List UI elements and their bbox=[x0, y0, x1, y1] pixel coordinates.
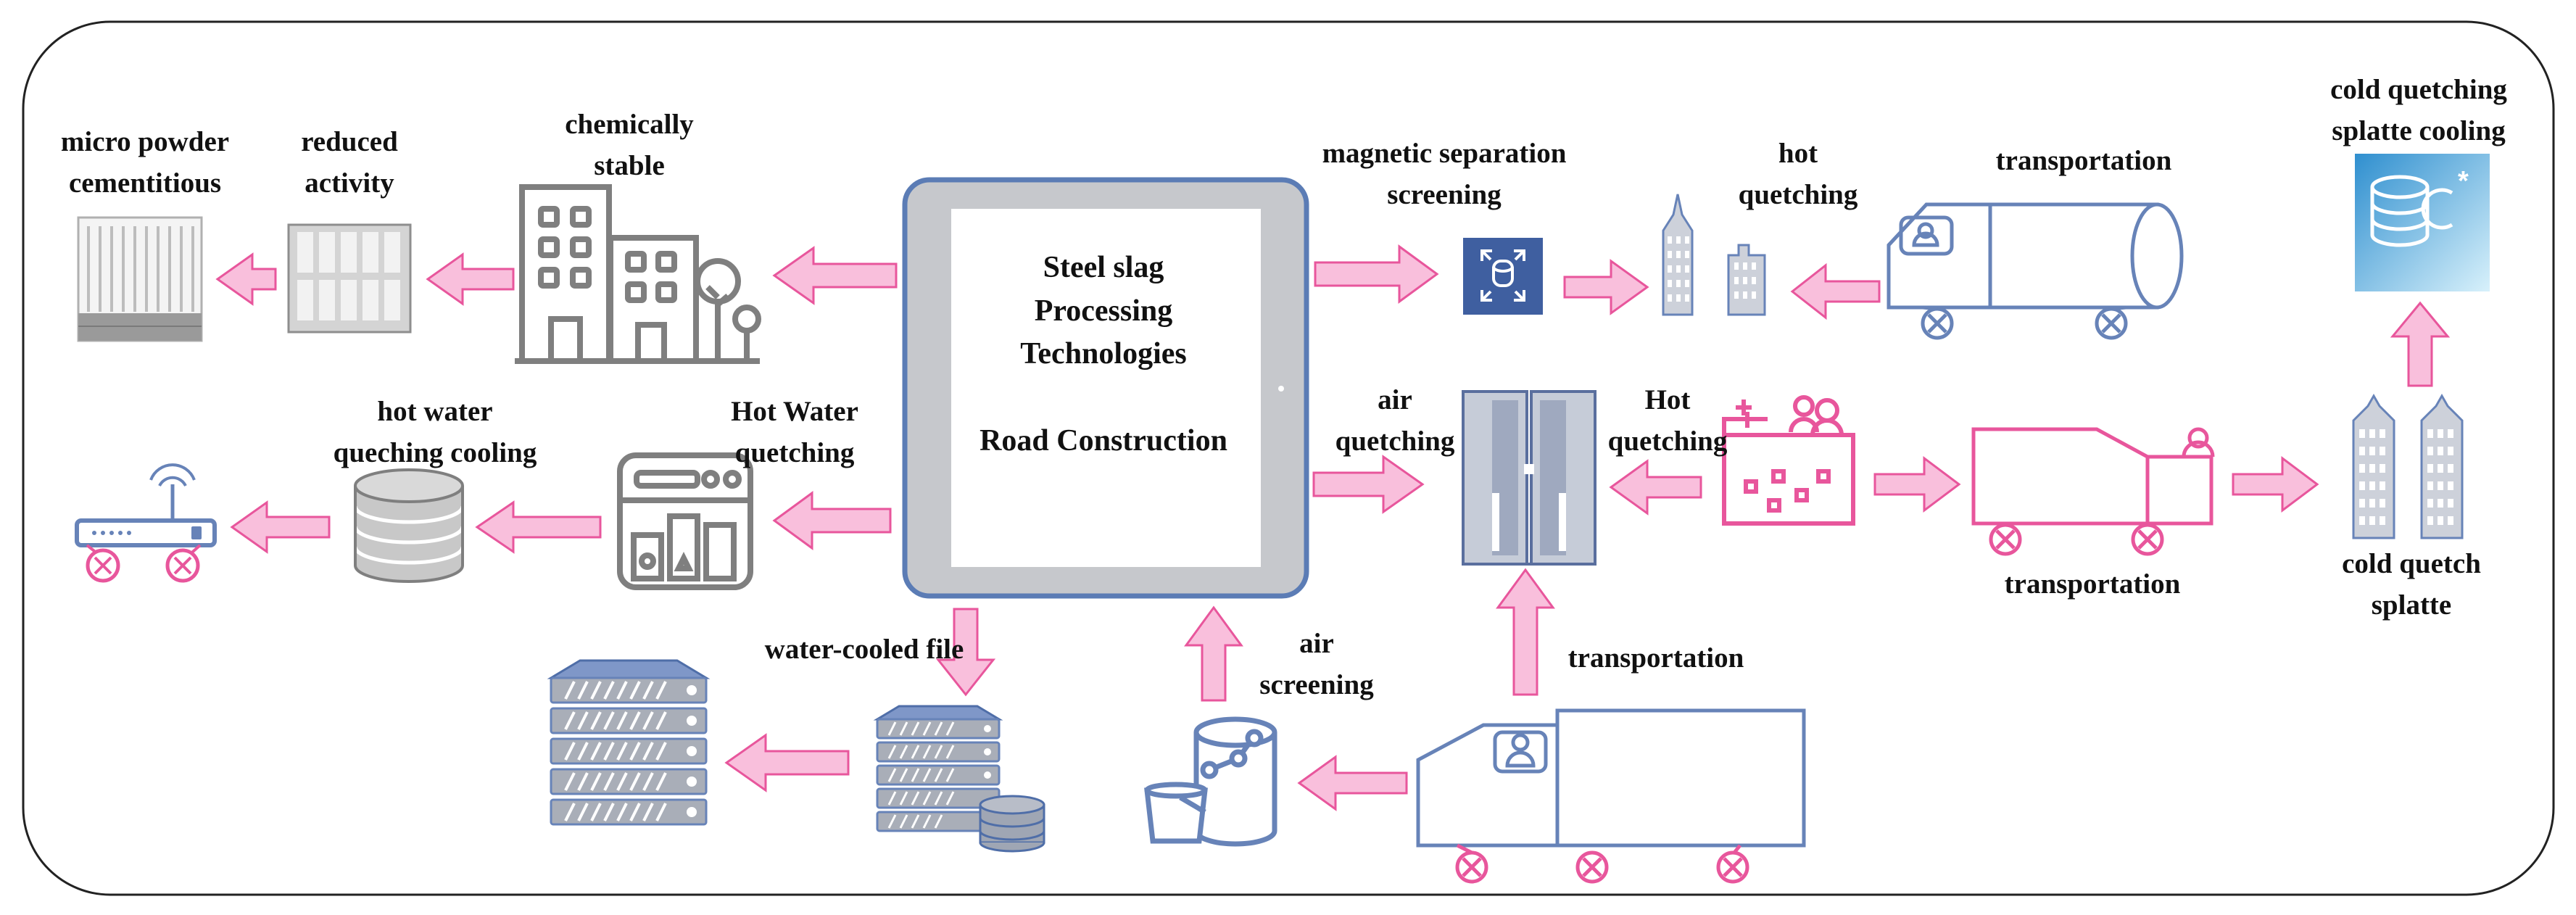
label-hot-water-cooling: hot water queching cooling bbox=[334, 392, 537, 473]
arrow-right-1 bbox=[1314, 244, 1439, 304]
label-cold-quetching-cooling: cold quetching splatte cooling bbox=[2330, 70, 2507, 152]
center-title: Steel slag Processing Technologies Road … bbox=[980, 247, 1227, 463]
arrow-left-3 bbox=[772, 246, 898, 305]
label-water-cooled-file-line-1: water-cooled file bbox=[764, 634, 964, 665]
label-hot-quetching-mid-line-2: quetching bbox=[1607, 425, 1728, 457]
label-hot-water-quetching-line-2: quetching bbox=[734, 436, 855, 468]
label-cold-quetching-cooling-line-1: cold quetching bbox=[2330, 74, 2507, 105]
bucket-analytics-icon bbox=[1144, 716, 1277, 847]
label-hot-water-quetching-line-1: Hot Water bbox=[731, 396, 858, 427]
center-subtitle: Road Construction bbox=[980, 423, 1227, 458]
team-calendar-icon bbox=[1722, 395, 1855, 526]
arrow-up-3 bbox=[2390, 301, 2451, 387]
outer-frame bbox=[22, 20, 2555, 896]
arrow-left-8 bbox=[1297, 755, 1408, 811]
label-air-quetching-line-1: air bbox=[1378, 384, 1412, 415]
arrow-left-7 bbox=[724, 733, 850, 792]
control-panel-icon bbox=[617, 452, 753, 590]
router-cart-icon bbox=[75, 463, 217, 583]
center-title-line-3: Technologies bbox=[1020, 337, 1187, 371]
arrow-right-5 bbox=[2232, 456, 2319, 513]
server-cabinet-icon bbox=[1462, 390, 1596, 566]
label-hot-water-cooling-line-2: queching cooling bbox=[333, 436, 537, 468]
arrow-up-2 bbox=[1496, 568, 1555, 696]
database-stack-icon bbox=[353, 468, 465, 583]
arrow-left-5 bbox=[475, 500, 602, 554]
label-magnetic-separation-line-2: screening bbox=[1387, 178, 1502, 210]
label-air-screening-line-2: screening bbox=[1259, 668, 1374, 700]
label-air-quetching-line-2: quetching bbox=[1335, 425, 1455, 457]
server-database-icon bbox=[873, 705, 1045, 853]
label-magnetic-separation-line-1: magnetic separation bbox=[1322, 138, 1567, 169]
label-transportation-top-line-1: transportation bbox=[1995, 145, 2172, 176]
cementitious-panel-icon bbox=[77, 216, 203, 342]
label-air-screening-line-1: air bbox=[1299, 628, 1334, 659]
label-hot-quetching-mid-line-1: Hot bbox=[1644, 384, 1691, 415]
magnetic-separation-icon bbox=[1463, 238, 1543, 315]
label-magnetic-separation: magnetic separation screening bbox=[1322, 133, 1567, 215]
label-cold-quetch-splatte-line-2: splatte bbox=[2371, 589, 2452, 621]
arrow-left-9 bbox=[1609, 459, 1702, 516]
svg-text:*: * bbox=[2458, 166, 2469, 196]
label-reduced-activity-line-2: activity bbox=[305, 167, 394, 199]
arrow-left-10 bbox=[1790, 262, 1881, 320]
label-air-screening: air screening bbox=[1259, 624, 1373, 705]
arrow-right-2 bbox=[1563, 259, 1649, 315]
arrow-right-3 bbox=[1312, 455, 1425, 514]
label-reduced-activity: reduced activity bbox=[301, 122, 398, 204]
label-micro-powder-line-1: micro powder bbox=[60, 126, 230, 157]
server-rack-large-icon bbox=[547, 659, 711, 826]
label-hot-water-cooling-line-1: hot water bbox=[377, 396, 493, 427]
box-truck-icon bbox=[1416, 708, 1806, 884]
label-micro-powder: micro powder cementitious bbox=[61, 122, 229, 204]
label-hot-quetching-line-1: hot bbox=[1778, 138, 1818, 169]
center-title-line-2: Processing bbox=[1034, 294, 1173, 328]
reduced-activity-grid-icon bbox=[287, 223, 412, 334]
arrow-up-1 bbox=[1184, 605, 1243, 702]
label-chemically-stable-line-2: stable bbox=[594, 149, 665, 181]
tanker-truck-icon bbox=[1887, 202, 2184, 340]
label-micro-powder-line-2: cementitious bbox=[68, 167, 222, 199]
label-hot-quetching-line-2: quetching bbox=[1738, 178, 1858, 210]
cold-storage-database-icon: * bbox=[2355, 154, 2490, 291]
skyscrapers-icon bbox=[1662, 194, 1766, 316]
arrow-down-1 bbox=[935, 608, 996, 697]
arrow-left-1 bbox=[215, 252, 277, 306]
arrow-left-4 bbox=[230, 500, 331, 554]
label-transportation-bottom: transportation bbox=[1568, 638, 1744, 679]
label-reduced-activity-line-1: reduced bbox=[301, 126, 398, 157]
twin-towers-icon bbox=[2352, 393, 2464, 539]
city-buildings-icon bbox=[515, 184, 761, 364]
label-cold-quetching-cooling-line-2: splatte cooling bbox=[2332, 115, 2506, 146]
label-hot-quetching: hot quetching bbox=[1739, 133, 1858, 215]
label-cold-quetch-splatte-line-1: cold quetch bbox=[2342, 548, 2481, 579]
label-chemically-stable-line-1: chemically bbox=[565, 109, 694, 140]
label-air-quetching: air quetching bbox=[1335, 380, 1455, 462]
arrow-right-4 bbox=[1873, 456, 1961, 513]
label-transportation-bottom-line-1: transportation bbox=[1567, 642, 1744, 674]
label-water-cooled-file: water-cooled file bbox=[765, 629, 964, 671]
label-transportation-top: transportation bbox=[1996, 141, 2172, 182]
label-hot-quetching-mid: Hot quetching bbox=[1608, 380, 1728, 462]
label-transportation-mid: transportation bbox=[2005, 564, 2181, 605]
arrow-left-2 bbox=[426, 252, 515, 306]
label-hot-water-quetching: Hot Water quetching bbox=[731, 392, 858, 473]
center-title-line-1: Steel slag bbox=[1043, 251, 1164, 284]
tablet-icon bbox=[902, 177, 1309, 599]
label-cold-quetch-splatte: cold quetch splatte bbox=[2342, 544, 2481, 626]
arrow-left-6 bbox=[772, 491, 892, 550]
magenta-truck-icon bbox=[1971, 427, 2215, 556]
label-transportation-mid-line-1: transportation bbox=[2004, 568, 2181, 600]
label-chemically-stable: chemically stable bbox=[565, 104, 694, 186]
